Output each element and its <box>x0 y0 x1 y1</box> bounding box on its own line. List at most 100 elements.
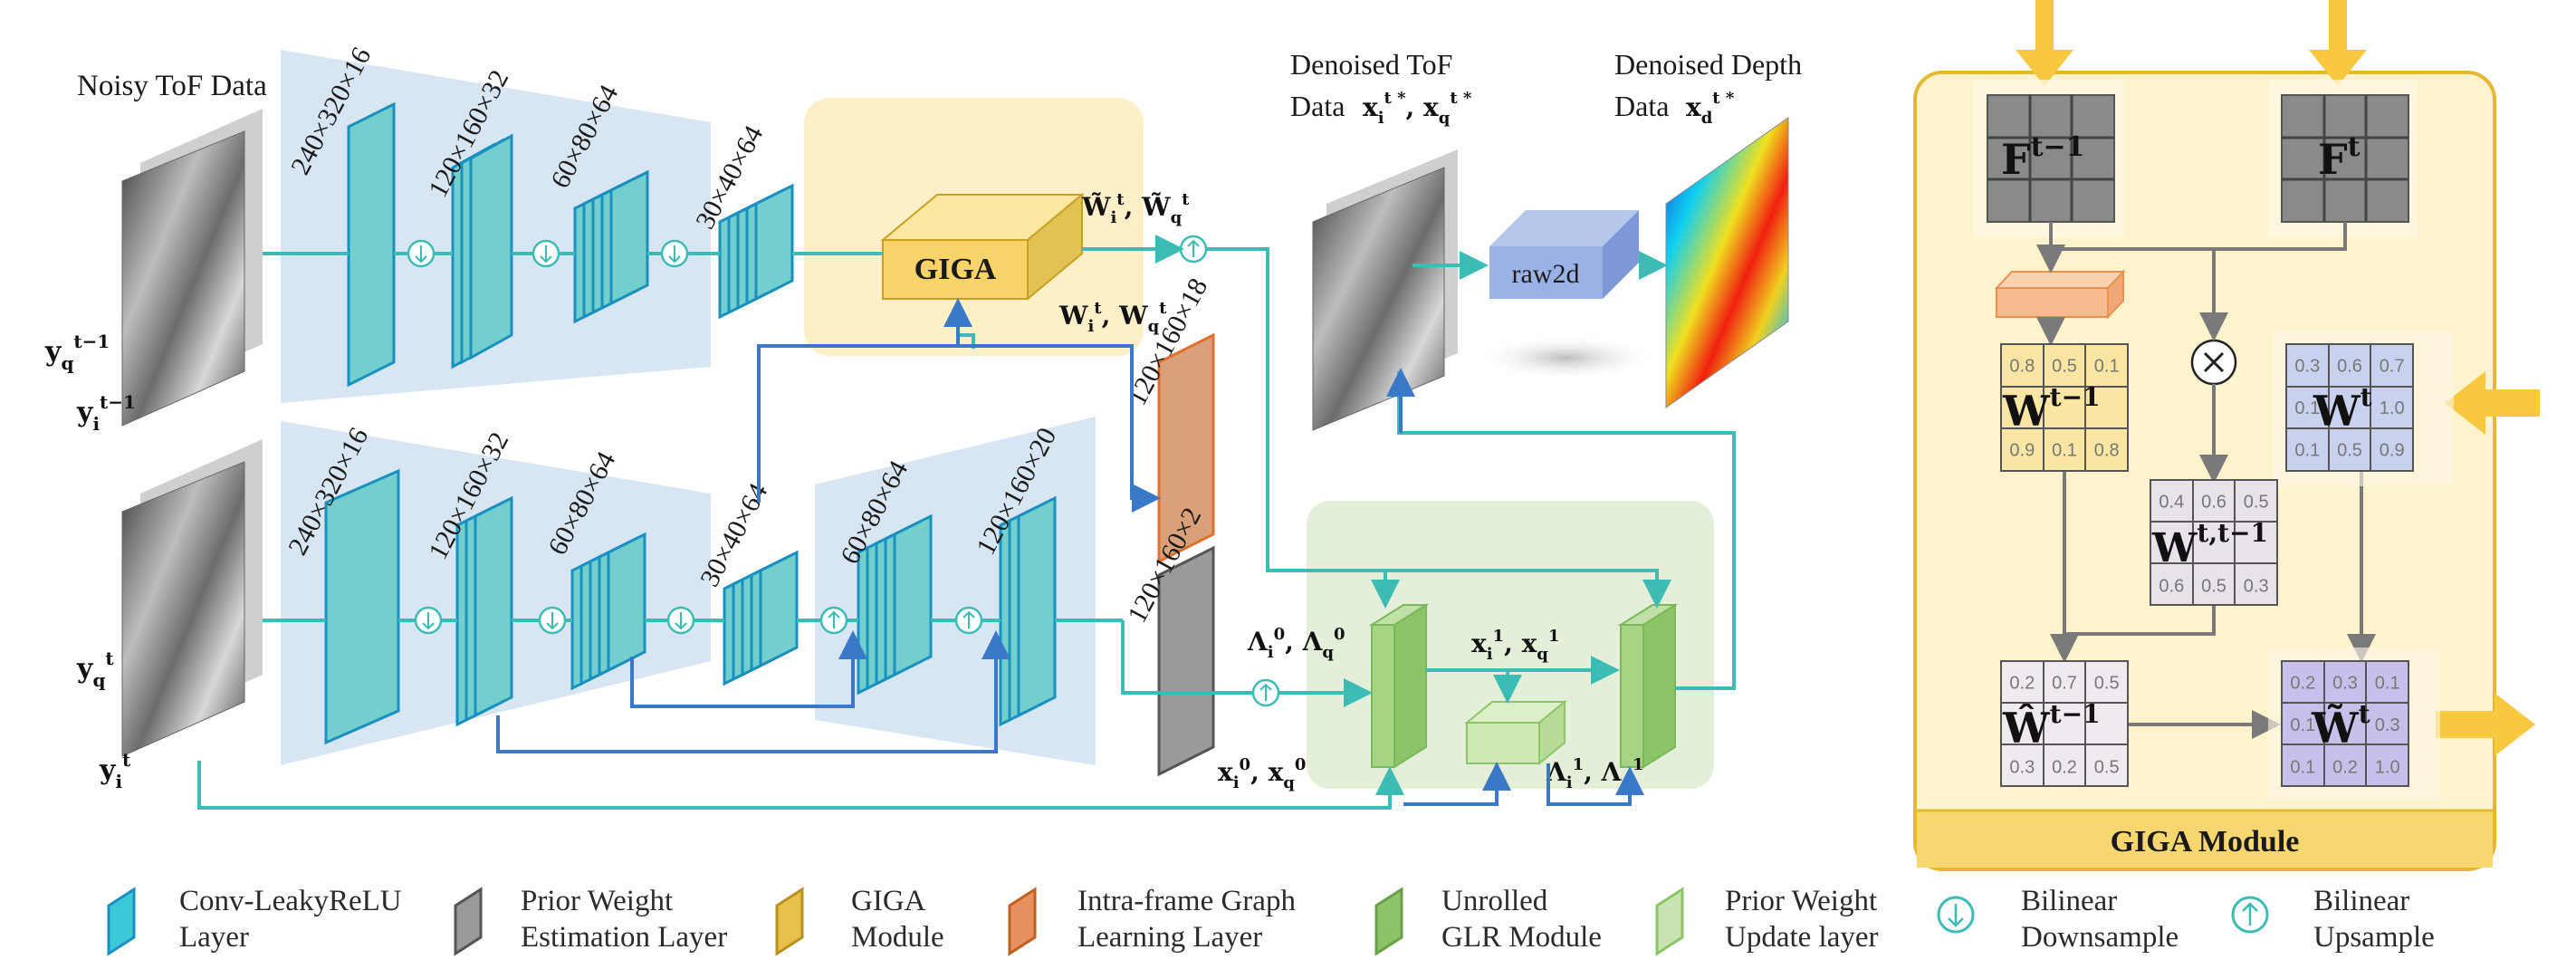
input-yi-cur: yit <box>99 749 131 792</box>
legend-label: Bilinear <box>2021 885 2117 917</box>
grid-value: 0.2 <box>2009 673 2035 693</box>
conv-layer-stack <box>573 169 649 324</box>
grid-value: 1.0 <box>2375 758 2400 778</box>
conv-layer-stack <box>718 183 794 320</box>
legend-downsample-icon <box>1937 896 1975 934</box>
input-arrow-icon <box>2445 371 2540 435</box>
legend-label: Intra-frame Graph <box>1077 885 1296 917</box>
legend-giga-icon <box>775 887 804 956</box>
legend-label: GIGA <box>851 885 926 917</box>
giga-module-panel: GIGA Module Ft−1 Ft <box>1913 0 2540 871</box>
grid-value: 0.3 <box>2244 577 2269 597</box>
denoised-depth-label-1: Denoised Depth <box>1614 48 1802 81</box>
grid-value: 0.3 <box>2332 673 2358 693</box>
raw2d-block: raw2d <box>1489 210 1639 299</box>
bilinear-upsample-icon <box>954 606 983 635</box>
grid-value: 0.5 <box>2244 492 2269 512</box>
conv-layer-stack <box>455 495 513 727</box>
grid-value: 0.9 <box>2009 441 2035 461</box>
lambda0-label: Λi0, Λq0 <box>1247 625 1345 662</box>
legend-conv-icon <box>107 887 136 956</box>
grid-value: 0.8 <box>2009 356 2035 376</box>
grid-value: 0.1 <box>2290 758 2315 778</box>
legend-update-icon <box>1655 887 1684 956</box>
input-arrow-icon <box>2309 0 2367 86</box>
bilinear-downsample-icon <box>538 606 567 635</box>
legend-label: Conv-LeakyReLU <box>179 885 402 917</box>
grid-value: 0.1 <box>2375 673 2400 693</box>
unrolled-glr-module-2 <box>1617 603 1679 769</box>
legend-label: Layer <box>179 921 249 954</box>
conv-layer-stack <box>999 495 1057 727</box>
denoised-tof-label-2: Data <box>1290 90 1345 122</box>
legend-label: Upsample <box>2313 921 2435 954</box>
grid-value: 0.3 <box>2375 715 2400 735</box>
legend-label: Update layer <box>1725 921 1879 954</box>
giga-block: GIGA <box>880 192 1085 302</box>
grid-value: 0.6 <box>2159 577 2184 597</box>
unrolled-glr-module-1 <box>1368 603 1430 769</box>
grid-value: 0.7 <box>2052 673 2077 693</box>
input-yq-cur: yqt <box>76 648 114 691</box>
grid-value: 0.1 <box>2052 441 2077 461</box>
grid-value: 0.1 <box>2290 715 2315 735</box>
grid-value: 0.3 <box>2009 758 2035 778</box>
legend-prior-weight-icon <box>454 887 483 956</box>
grid-value: 0.2 <box>2290 673 2315 693</box>
bilinear-upsample-icon <box>1179 235 1208 264</box>
w-tilde-label: W̃it, W̃qt <box>1081 190 1190 227</box>
teal-connections <box>197 235 1736 810</box>
legend-upsample-icon <box>2231 896 2269 934</box>
legend-label: Downsample <box>2021 921 2179 954</box>
grid-value: 0.2 <box>2332 758 2358 778</box>
grid-value: 0.1 <box>2294 398 2320 418</box>
grid-value: 0.5 <box>2094 758 2120 778</box>
grid-value: 0.5 <box>2094 673 2120 693</box>
bilinear-upsample-icon <box>1251 678 1280 707</box>
noisy-tof-images-prev <box>121 109 263 427</box>
conv-layer-stack <box>723 550 799 686</box>
denoised-depth-math: xdt * <box>1686 89 1735 128</box>
grid-value: 0.8 <box>2094 441 2120 461</box>
legend-label: Unrolled <box>1441 885 1548 917</box>
input-yq-prev: yqt−1 <box>44 331 110 374</box>
grid-value: 0.5 <box>2052 356 2077 376</box>
grid-value: 0.7 <box>2380 356 2405 376</box>
conv-layer-stack <box>451 133 513 369</box>
bilinear-downsample-icon <box>666 606 695 635</box>
grid-value: 0.4 <box>2159 492 2184 512</box>
legend-label: Estimation Layer <box>521 921 727 954</box>
input-arrow-icon <box>2016 0 2073 86</box>
grid-value: 0.3 <box>2294 356 2320 376</box>
blue-connections <box>496 298 1644 806</box>
noisy-tof-images-cur <box>121 439 263 757</box>
legend: Conv-LeakyReLU Layer Prior Weight Estima… <box>107 885 2435 956</box>
prior-weight-estimation-layer <box>1157 545 1215 777</box>
conv-layer-stack <box>570 532 646 691</box>
grid-value: 0.5 <box>2201 577 2226 597</box>
output-arrow-icon <box>2436 693 2535 756</box>
bilinear-upsample-icon <box>819 606 848 635</box>
grid-value: 0.2 <box>2052 758 2077 778</box>
grid-value: 1.0 <box>2380 398 2405 418</box>
bilinear-downsample-icon <box>660 239 689 268</box>
grid-value: 0.9 <box>2380 441 2405 461</box>
giga-label: GIGA <box>915 253 997 286</box>
denoised-tof-images <box>1312 149 1458 431</box>
conv-layer <box>324 468 400 745</box>
grid-value: 0.5 <box>2337 441 2362 461</box>
denoised-depth-label-2: Data <box>1614 90 1669 122</box>
bilinear-downsample-icon <box>414 606 443 635</box>
bilinear-downsample-icon <box>407 239 436 268</box>
x0-label: xi0, xq0 <box>1218 755 1306 792</box>
legend-label: GLR Module <box>1441 921 1602 954</box>
prior-weight-update-layer <box>1464 699 1567 766</box>
conv-layer <box>347 101 396 388</box>
legend-label: Bilinear <box>2313 885 2409 917</box>
denoised-tof-label-1: Denoised ToF <box>1290 48 1452 81</box>
grid-value: 0.6 <box>2201 492 2226 512</box>
